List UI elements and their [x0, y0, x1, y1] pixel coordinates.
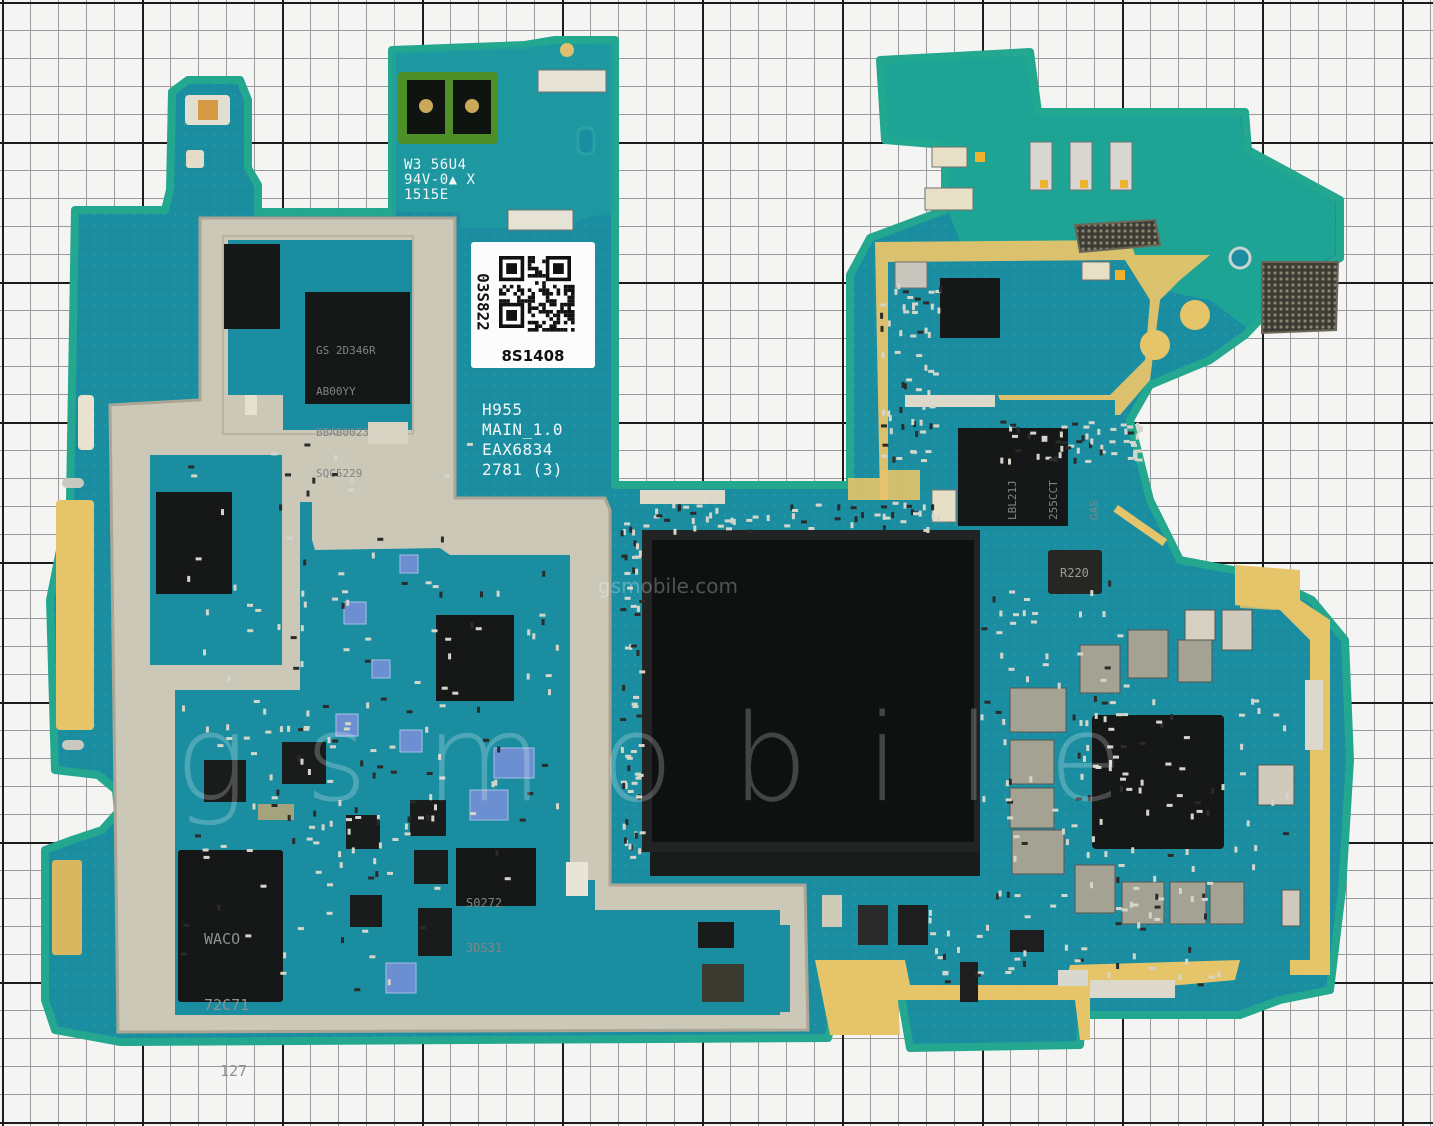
- flash-chip-marking: WACO 72C71 127: [204, 884, 249, 1126]
- board-model-marking: H955 MAIN_1.0 EAX6834 2781 (3): [482, 400, 563, 480]
- pmic-chip-line-2: 255CCT: [1046, 480, 1060, 520]
- qr-code-matrix: [499, 256, 575, 332]
- sensor-marking-line-2: 94V-0▲ X: [404, 172, 476, 188]
- board-model-line-4: 2781 (3): [482, 460, 564, 479]
- pmic-chip-line-3: GAS: [1088, 500, 1101, 520]
- memory-chip-line-3: BBAB0023: [316, 426, 369, 439]
- pmic-chip-line-1: LBL21J: [1005, 480, 1019, 520]
- watermark-word: gsmobile: [175, 690, 1181, 829]
- label-bottom-code: 8S1408: [501, 347, 565, 365]
- memory-chip-marking: GS 2D346R AB00YY BBAB0023 SQC5229: [316, 316, 376, 509]
- label-side-code: 03S822: [473, 273, 493, 331]
- board-model-line-2: MAIN_1.0: [482, 420, 564, 439]
- inductor-marking: R220: [1060, 566, 1089, 580]
- sensor-marking-line-3: 1515E: [404, 187, 449, 203]
- memory-chip-line-2: AB00YY: [316, 384, 356, 398]
- memory-chip-line-4: SQC5229: [316, 467, 363, 481]
- flash-chip-line-2: 72C71: [204, 996, 250, 1014]
- sensor-marking-line-1: W3 56U4: [404, 157, 467, 173]
- memory-chip-line-1: GS 2D346R: [316, 343, 376, 357]
- flash-chip-line-1: WACO: [204, 930, 241, 948]
- pcb-mainboard: [41, 36, 1354, 1052]
- soc-package: [642, 530, 980, 852]
- photo-stage: 03S822 8S1408 W3 56U4 94V-0▲ X 1515E H95…: [41, 36, 1354, 1080]
- module-chip-line-2: 3DS31: [466, 941, 503, 955]
- watermark-url: gsmobile.com: [598, 574, 739, 598]
- pmic-chip-marking: LBL21J 255CCT GAS: [978, 480, 1129, 520]
- qr-code-label: 03S822 8S1408: [471, 242, 595, 368]
- module-chip-line-1: S0272: [466, 896, 503, 910]
- board-model-line-3: EAX6834: [482, 440, 553, 459]
- flash-chip-line-3: 127: [220, 1062, 248, 1080]
- sensor-marking: W3 56U4 94V-0▲ X 1515E: [404, 158, 475, 203]
- module-chip-marking: S0272 3DS31: [466, 866, 502, 986]
- board-model-line-1: H955: [482, 400, 523, 419]
